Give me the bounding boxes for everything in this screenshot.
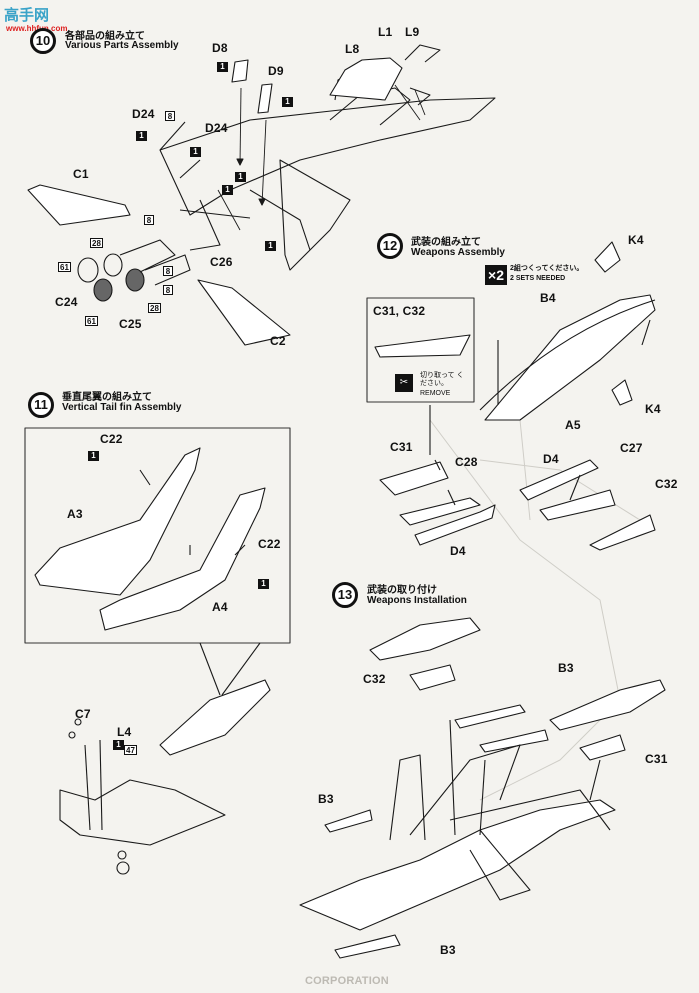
color-code-1: 1 (235, 172, 246, 182)
part-label-a3: A3 (67, 507, 83, 521)
part-label-l9: L9 (405, 25, 420, 39)
part-label-b3-b: B3 (318, 792, 334, 806)
color-code-28: 28 (148, 303, 161, 313)
part-label-c32: C32 (655, 477, 678, 491)
step-11-title-jp: 垂直尾翼の組み立て (62, 392, 152, 403)
part-label-b3: B3 (558, 661, 574, 675)
part-label-d9: D9 (268, 64, 284, 78)
sets-note-en: 2 SETS NEEDED (510, 275, 566, 282)
step-10-title-en: Various Parts Assembly (65, 40, 179, 51)
part-label-k4-b: K4 (645, 402, 661, 416)
color-code-8: 8 (163, 266, 173, 276)
step-12-number: 12 (377, 233, 403, 259)
multiplier-badge: ×2 (485, 265, 507, 285)
step-12-title-jp: 武装の組み立て (411, 237, 481, 248)
part-label-c7: C7 (75, 707, 91, 721)
step-13-number: 13 (332, 582, 358, 608)
color-code-1: 1 (258, 579, 269, 589)
part-label-c2: C2 (270, 334, 286, 348)
step-11-number: 11 (28, 392, 54, 418)
color-code-1: 1 (113, 740, 124, 750)
part-label-l1: L1 (378, 25, 393, 39)
sets-note-jp: 2組つくってください。 (510, 265, 584, 272)
color-code-1: 1 (190, 147, 201, 157)
part-label-c22-b: C22 (258, 537, 281, 551)
color-code-28: 28 (90, 238, 103, 248)
footer-corporation: CORPORATION (305, 975, 389, 987)
color-code-61: 61 (85, 316, 98, 326)
color-code-1: 1 (88, 451, 99, 461)
part-label-l8: L8 (345, 42, 360, 56)
cut-icon: ✂ (395, 374, 413, 392)
step-13-title-en: Weapons Installation (367, 595, 467, 606)
step-13-title-jp: 武装の取り付け (367, 585, 437, 596)
part-label-c26: C26 (210, 255, 233, 269)
part-label-d8: D8 (212, 41, 228, 55)
color-code-47: 47 (124, 745, 137, 755)
part-label-b3-c: B3 (440, 943, 456, 957)
part-label-d24-b: D24 (205, 121, 228, 135)
part-label-c28: C28 (455, 455, 478, 469)
part-label-c24: C24 (55, 295, 78, 309)
color-code-1: 1 (222, 185, 233, 195)
step-10-number: 10 (30, 28, 56, 54)
part-label-c25: C25 (119, 317, 142, 331)
color-code-8: 8 (144, 215, 154, 225)
part-label-c32-b: C32 (363, 672, 386, 686)
part-label-a4: A4 (212, 600, 228, 614)
color-code-1: 1 (282, 97, 293, 107)
part-label-d4: D4 (450, 544, 466, 558)
part-label-c1: C1 (73, 167, 89, 181)
part-label-c27: C27 (620, 441, 643, 455)
site-watermark: 高手网 (4, 7, 50, 24)
part-label-c22: C22 (100, 432, 123, 446)
part-label-c31-b: C31 (645, 752, 668, 766)
part-label-a5: A5 (565, 418, 581, 432)
color-code-61: 61 (58, 262, 71, 272)
color-code-8: 8 (165, 111, 175, 121)
part-label-k4: K4 (628, 233, 644, 247)
step-11-title-en: Vertical Tail fin Assembly (62, 402, 182, 413)
step-12-title-en: Weapons Assembly (411, 247, 505, 258)
color-code-1: 1 (136, 131, 147, 141)
remove-note-jp: 切り取って ください。 (420, 372, 464, 387)
part-label-d4-b: D4 (543, 452, 559, 466)
part-label-d24: D24 (132, 107, 155, 121)
part-label-b4: B4 (540, 291, 556, 305)
remove-note-en: REMOVE (420, 390, 451, 397)
color-code-1: 1 (217, 62, 228, 72)
step-10-title-jp: 各部品の組み立て (65, 31, 145, 42)
part-label-l4: L4 (117, 725, 132, 739)
remove-box-title: C31, C32 (373, 304, 426, 318)
part-label-c31: C31 (390, 440, 413, 454)
color-code-1: 1 (265, 241, 276, 251)
color-code-8: 8 (163, 285, 173, 295)
